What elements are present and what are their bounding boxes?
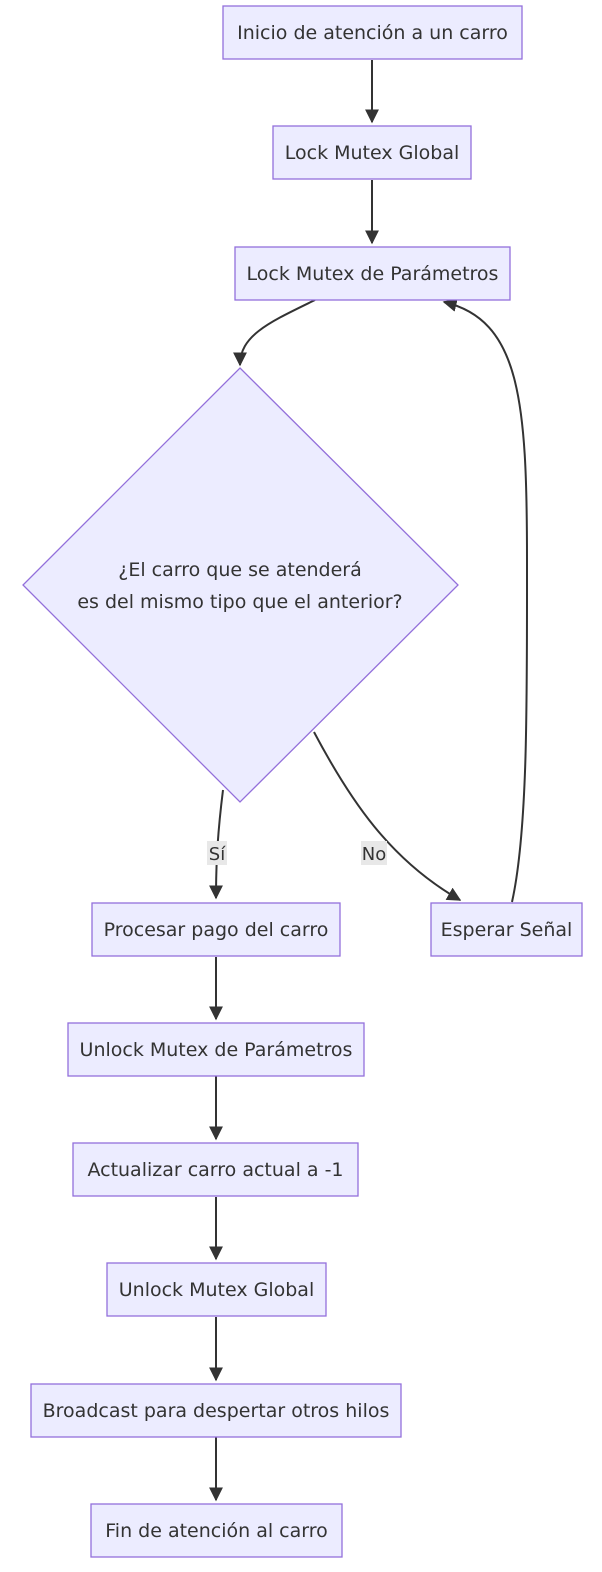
svg-text:es del mismo tipo que el anter: es del mismo tipo que el anterior? bbox=[77, 591, 402, 613]
node-start: Inicio de atención a un carro bbox=[222, 5, 523, 60]
svg-text:Procesar pago del carro: Procesar pago del carro bbox=[104, 919, 329, 941]
svg-text:Actualizar carro actual a -1: Actualizar carro actual a -1 bbox=[87, 1159, 343, 1181]
svg-text:Unlock Mutex Global: Unlock Mutex Global bbox=[119, 1279, 314, 1301]
edge-label-yes: Sí bbox=[207, 841, 227, 865]
svg-text:Sí: Sí bbox=[209, 844, 226, 865]
node-unlock-global: Unlock Mutex Global bbox=[106, 1262, 327, 1317]
edge-decision-no-to-wait bbox=[313, 731, 462, 901]
svg-text:Lock Mutex de Parámetros: Lock Mutex de Parámetros bbox=[247, 263, 499, 285]
node-end: Fin de atención al carro bbox=[90, 1503, 343, 1558]
node-lock-global: Lock Mutex Global bbox=[272, 125, 472, 180]
svg-text:Lock Mutex Global: Lock Mutex Global bbox=[285, 142, 460, 164]
svg-text:No: No bbox=[362, 844, 386, 865]
node-broadcast: Broadcast para despertar otros hilos bbox=[30, 1383, 402, 1438]
svg-text:Unlock Mutex de Parámetros: Unlock Mutex de Parámetros bbox=[80, 1039, 353, 1061]
edge-label-no: No bbox=[361, 841, 387, 865]
node-decision: ¿El carro que se atenderá es del mismo t… bbox=[22, 367, 459, 803]
svg-text:Broadcast para despertar otros: Broadcast para despertar otros hilos bbox=[43, 1400, 390, 1422]
svg-text:¿El carro que se atenderá: ¿El carro que se atenderá bbox=[118, 559, 362, 581]
svg-text:Fin de atención al carro: Fin de atención al carro bbox=[105, 1520, 328, 1542]
edge-wait-to-lock-params bbox=[442, 298, 529, 903]
node-process-payment: Procesar pago del carro bbox=[91, 902, 341, 957]
svg-text:Inicio de atención a un carro: Inicio de atención a un carro bbox=[237, 22, 508, 44]
node-wait-signal: Esperar Señal bbox=[430, 902, 583, 957]
node-lock-params: Lock Mutex de Parámetros bbox=[234, 246, 511, 301]
node-update-current: Actualizar carro actual a -1 bbox=[72, 1142, 359, 1197]
svg-text:Esperar Señal: Esperar Señal bbox=[441, 919, 573, 941]
edge-lock-params-to-decision bbox=[233, 299, 316, 367]
node-unlock-params: Unlock Mutex de Parámetros bbox=[67, 1022, 365, 1077]
